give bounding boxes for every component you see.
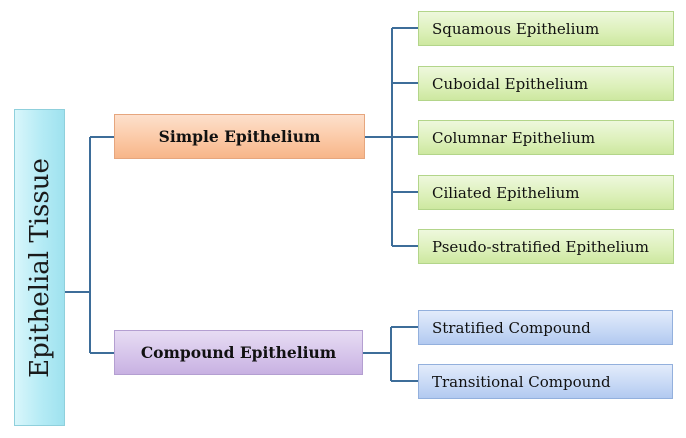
leaf-node-cuboidal-epithelium: Cuboidal Epithelium bbox=[418, 66, 674, 101]
leaf-label: Ciliated Epithelium bbox=[432, 183, 580, 202]
leaf-label: Cuboidal Epithelium bbox=[432, 74, 589, 93]
leaf-node-squamous-epithelium: Squamous Epithelium bbox=[418, 11, 674, 46]
category-node-compound-epithelium: Compound Epithelium bbox=[114, 330, 363, 375]
leaf-node-columnar-epithelium: Columnar Epithelium bbox=[418, 120, 674, 155]
root-node-label: Epithelial Tissue bbox=[24, 157, 55, 378]
leaf-label: Pseudo-stratified Epithelium bbox=[432, 237, 649, 256]
leaf-label: Squamous Epithelium bbox=[432, 19, 600, 38]
category-node-simple-epithelium: Simple Epithelium bbox=[114, 114, 365, 159]
category-label-simple: Simple Epithelium bbox=[158, 127, 321, 146]
leaf-node-stratified-compound: Stratified Compound bbox=[418, 310, 673, 345]
root-node-epithelial-tissue: Epithelial Tissue bbox=[14, 109, 65, 426]
leaf-node-transitional-compound: Transitional Compound bbox=[418, 364, 673, 399]
leaf-node-pseudo-stratified-epithelium: Pseudo-stratified Epithelium bbox=[418, 229, 674, 264]
leaf-label: Transitional Compound bbox=[432, 372, 611, 391]
leaf-label: Columnar Epithelium bbox=[432, 128, 596, 147]
leaf-label: Stratified Compound bbox=[432, 318, 591, 337]
leaf-node-ciliated-epithelium: Ciliated Epithelium bbox=[418, 175, 674, 210]
category-label-compound: Compound Epithelium bbox=[140, 343, 337, 362]
